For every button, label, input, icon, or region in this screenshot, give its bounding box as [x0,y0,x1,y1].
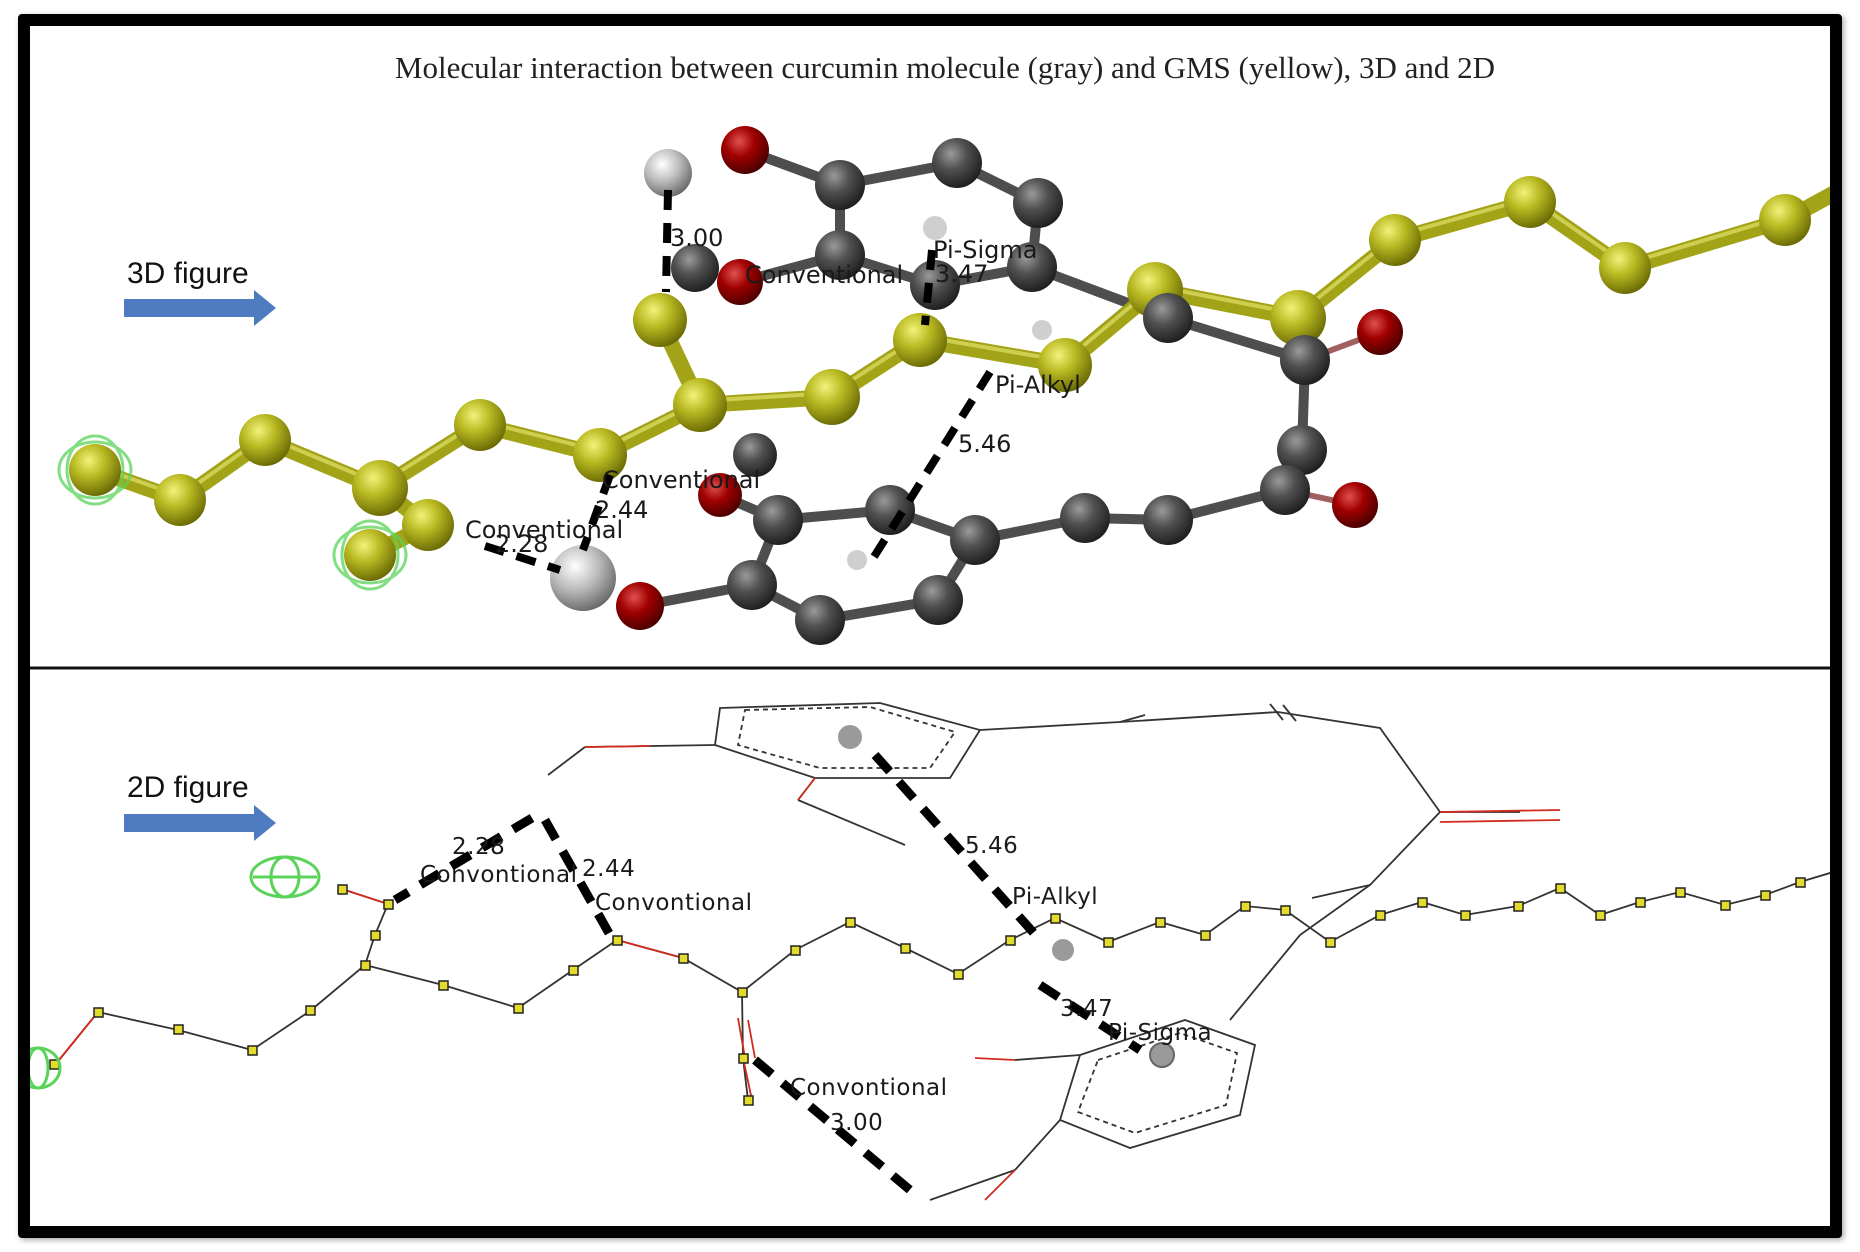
curcumin-3d-atoms [671,138,1330,645]
ring-centroids-3d [847,216,1052,570]
interaction-2d-5-type: Convontional [790,1075,948,1101]
interaction-2d-2-distance: 2.44 [582,856,635,882]
interaction-3d-1-type: Conventional [745,261,903,289]
panel-3d-arrow [124,290,276,326]
interaction-2d-2-type: Convontional [595,890,753,916]
interaction-3d-3-distance: 5.46 [958,430,1011,458]
interaction-3d-4-distance: 2.44 [595,496,648,524]
gms-2d-atoms [49,877,1806,1106]
gms-2d-oxygen-bonds [54,888,756,1101]
interaction-2d-1-type: Convontional [420,862,578,888]
interaction-3d-lines [483,189,994,574]
gms-2d-ring-markers [30,855,321,1090]
interaction-2d-4-distance: 3.47 [1060,996,1113,1022]
gms-3d-bond-highlights [93,195,1787,499]
curcumin-2d-skeleton [547,702,1520,1201]
gms-2d-chain [54,872,1830,1101]
hydrogen-3d-atoms [550,149,692,611]
interaction-2d-4-type: Pi-Sigma [1108,1020,1212,1046]
interaction-3d-5-type: Conventional [465,516,623,544]
interaction-3d-1-distance: 3.00 [670,224,723,252]
interaction-3d-4-type: Conventional [602,466,760,494]
figure-title: Molecular interaction between curcumin m… [395,50,1495,85]
panel-3d: 3D figure [57,126,1830,645]
panel-2d-arrow [124,805,276,841]
oxygen-3d-atoms [616,126,1403,630]
interaction-3d-2-distance: 3.47 [935,260,988,288]
interaction-2d-5-distance: 3.00 [830,1110,883,1136]
gms-3d-ring-markers [57,434,408,591]
interaction-2d-1-distance: 2.28 [452,834,505,860]
interaction-2d-3-distance: 5.46 [965,833,1018,859]
gms-3d-atoms [69,176,1811,581]
interaction-3d-2-type: Pi-Sigma [933,236,1038,264]
interaction-3d-5-distance: 2.28 [495,530,548,558]
interaction-3d-3-type: Pi-Alkyl [995,371,1081,399]
curcumin-2d-oxygen-bonds [584,745,1561,1201]
panel-2d: 2D figure [30,702,1830,1201]
panel-3d-label: 3D figure [127,257,249,290]
panel-2d-label: 2D figure [127,771,249,804]
ring-centroids-2d [838,725,1175,1068]
interaction-2d-3-type: Pi-Alkyl [1012,884,1098,910]
interaction-2d-lines [392,752,1143,1194]
